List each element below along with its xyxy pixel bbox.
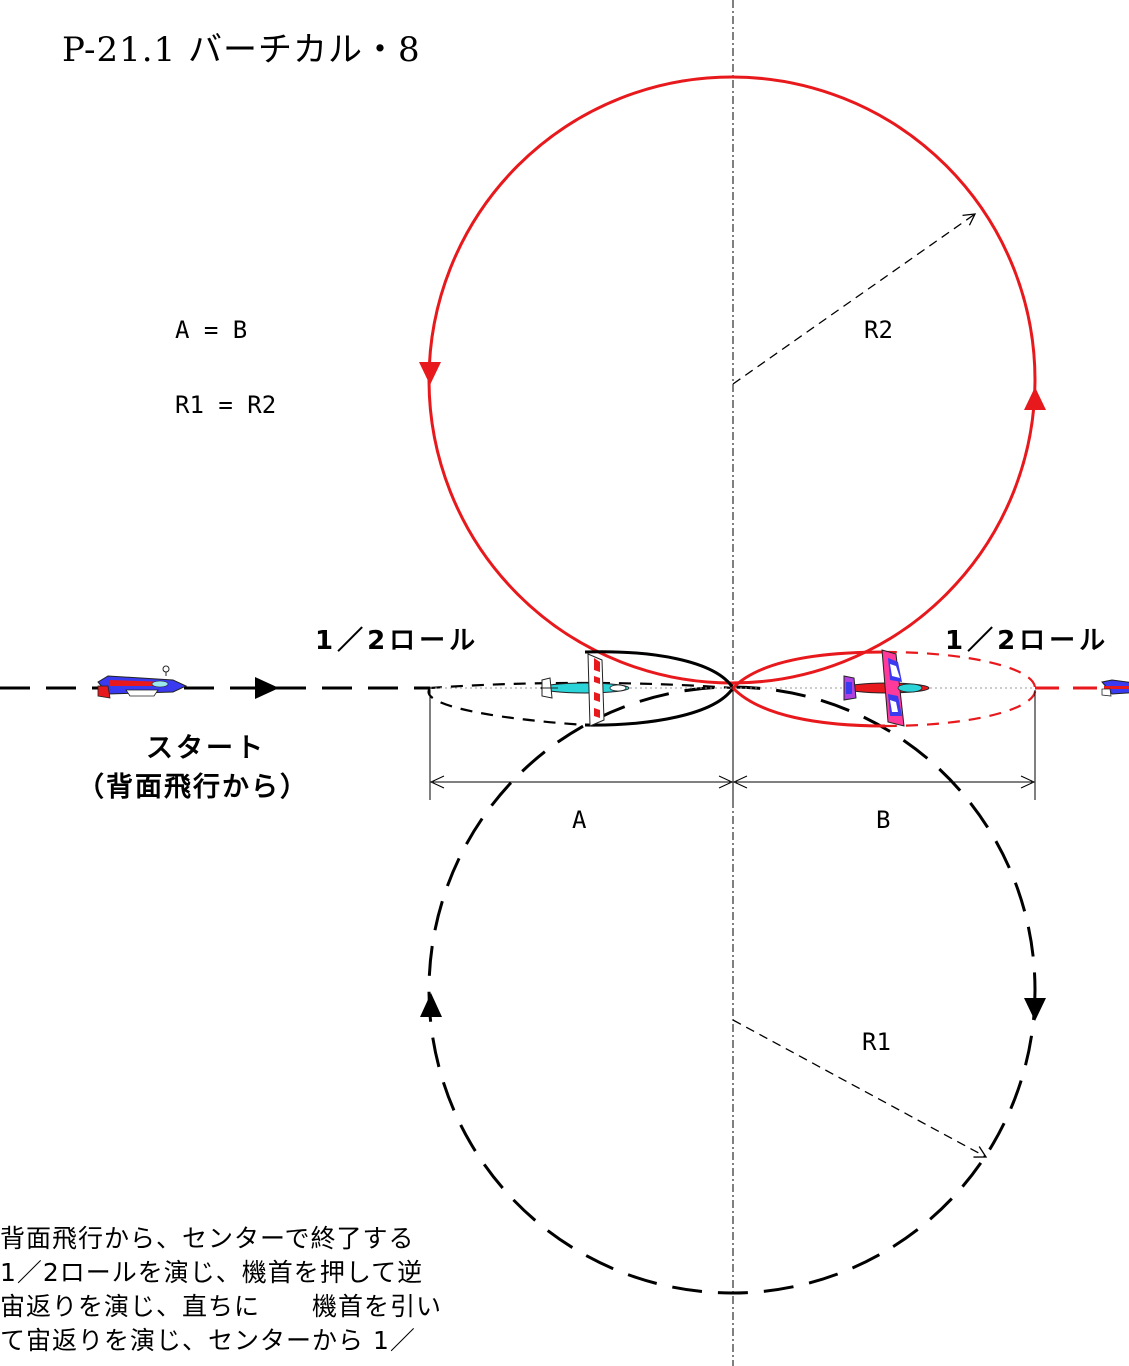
right-roll-dash-upper (884, 650, 1037, 689)
airplane-exit-icon (1101, 679, 1129, 697)
lower-loop-arrow-down (1024, 998, 1046, 1021)
upper-loop-arrow-down (419, 362, 441, 385)
lower-loop (427, 685, 1037, 1295)
right-roll-lower (731, 686, 886, 728)
right-roll-upper (731, 650, 886, 690)
left-roll-lower (427, 687, 586, 727)
page-title: P-21.1 バーチカル・8 (62, 30, 421, 70)
label-b: B (876, 806, 891, 834)
start-label: スタート （背面飛行から） (77, 726, 309, 804)
airplane-right-icon (843, 649, 930, 727)
entry-arrow (255, 677, 279, 699)
left-roll-solid-lower (584, 687, 735, 727)
description-line: 背面飛行から、センターで終了する (0, 1224, 415, 1253)
description-line: て宙返りを演じ、センターから 1／ (0, 1326, 416, 1355)
airplane-left-icon (97, 665, 188, 699)
upper-loop (427, 75, 1037, 685)
start-label-line2: （背面飛行から） (77, 772, 309, 803)
label-r2: R2 (864, 316, 893, 344)
start-label-line1: スタート (146, 733, 266, 764)
lower-loop-arrow-up (420, 993, 442, 1017)
right-roll-dash-lower (884, 687, 1037, 728)
description: 背面飛行から、センターで終了する 1／2ロールを演じ、機首を押して逆 宙返りを演… (0, 1222, 540, 1358)
half-roll-label-left: 1／2ロール (315, 626, 480, 656)
label-a: A (572, 806, 587, 834)
equation-a-b: A = B (175, 316, 248, 344)
r2-radius (732, 213, 977, 385)
label-r1: R1 (862, 1028, 891, 1056)
description-line: 宙返りを演じ、直ちに 機首を引い (0, 1292, 443, 1321)
half-roll-label-right: 1／2ロール (945, 626, 1110, 656)
glider-icon (540, 653, 630, 727)
r1-radius (732, 1019, 988, 1158)
description-line: 1／2ロールを演じ、機首を押して逆 (0, 1258, 424, 1287)
equation-r1-r2: R1 = R2 (175, 391, 277, 419)
upper-loop-arrow-up (1024, 387, 1046, 410)
left-roll-solid-upper (584, 650, 735, 689)
